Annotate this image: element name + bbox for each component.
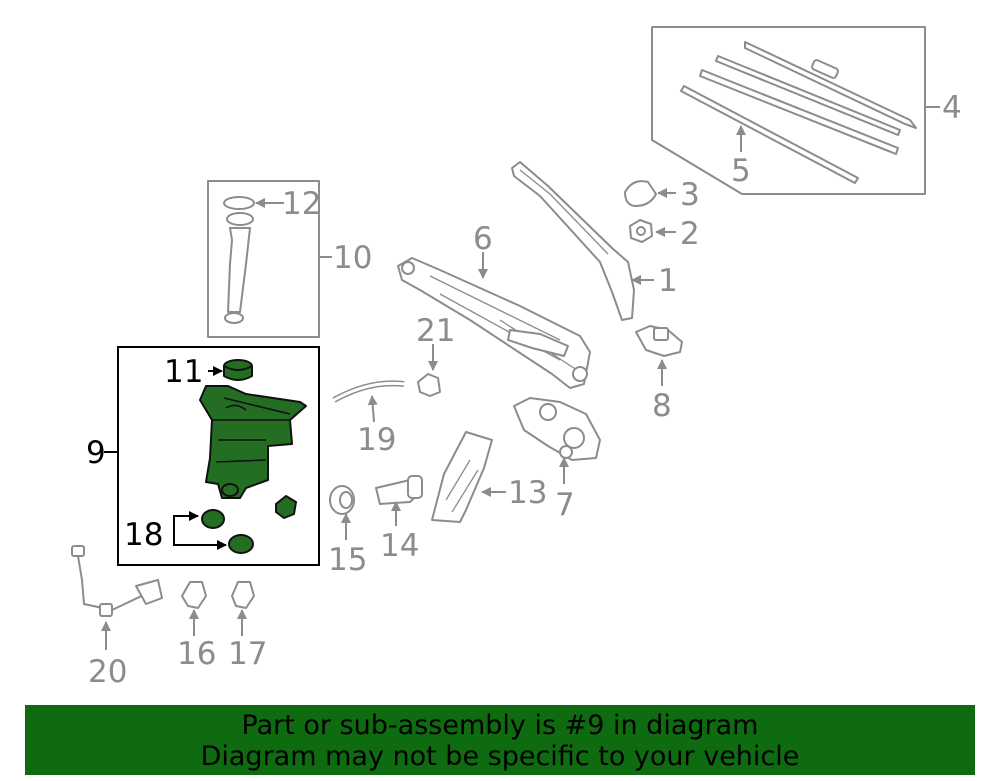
callout-2[interactable]: 2 <box>680 216 700 252</box>
connector-part <box>635 325 683 357</box>
grommet-part <box>329 485 355 515</box>
cowl-bracket-part <box>431 431 493 523</box>
callout-21[interactable]: 21 <box>416 313 455 349</box>
banner-line-2: Diagram may not be specific to your vehi… <box>200 741 800 772</box>
callout-1[interactable]: 1 <box>658 263 678 299</box>
wiper-nut-part <box>629 219 653 243</box>
callout-10[interactable]: 10 <box>333 240 372 276</box>
wiper-linkage-part <box>397 257 591 389</box>
callout-6[interactable]: 6 <box>473 221 493 257</box>
wiper-cap-part <box>624 180 657 207</box>
washer-pump-part <box>375 475 423 505</box>
callout-13[interactable]: 13 <box>508 475 547 511</box>
callout-12[interactable]: 12 <box>282 186 321 222</box>
filler-neck-group <box>207 180 332 338</box>
callout-16[interactable]: 16 <box>177 636 216 672</box>
callout-7[interactable]: 7 <box>555 487 575 523</box>
callout-17[interactable]: 17 <box>228 636 267 672</box>
parts-diagram: 1 2 3 4 5 6 7 8 9 10 11 12 13 14 15 16 1… <box>71 26 962 690</box>
wiper-arm-part <box>511 161 635 321</box>
wiper-blade-group <box>651 26 940 195</box>
wiper-motor-part <box>513 397 601 461</box>
callout-4[interactable]: 4 <box>942 90 962 126</box>
callout-14[interactable]: 14 <box>380 528 419 564</box>
banner-line-1: Part or sub-assembly is #9 in diagram <box>241 710 759 741</box>
sensor-16-part <box>181 581 207 609</box>
callout-3[interactable]: 3 <box>680 177 700 213</box>
callout-18[interactable]: 18 <box>124 517 163 553</box>
callout-11[interactable]: 11 <box>164 354 203 390</box>
callout-9[interactable]: 9 <box>86 435 106 471</box>
callout-5[interactable]: 5 <box>731 153 751 189</box>
callout-20[interactable]: 20 <box>88 654 127 690</box>
clip-part <box>417 373 441 397</box>
wiring-harness-part <box>71 545 163 617</box>
washer-reservoir-group <box>104 346 320 566</box>
callout-15[interactable]: 15 <box>328 542 367 578</box>
callout-19[interactable]: 19 <box>357 422 396 458</box>
info-banner: Part or sub-assembly is #9 in diagram Di… <box>25 705 975 775</box>
sensor-17-part <box>231 581 255 609</box>
callout-8[interactable]: 8 <box>652 388 672 424</box>
